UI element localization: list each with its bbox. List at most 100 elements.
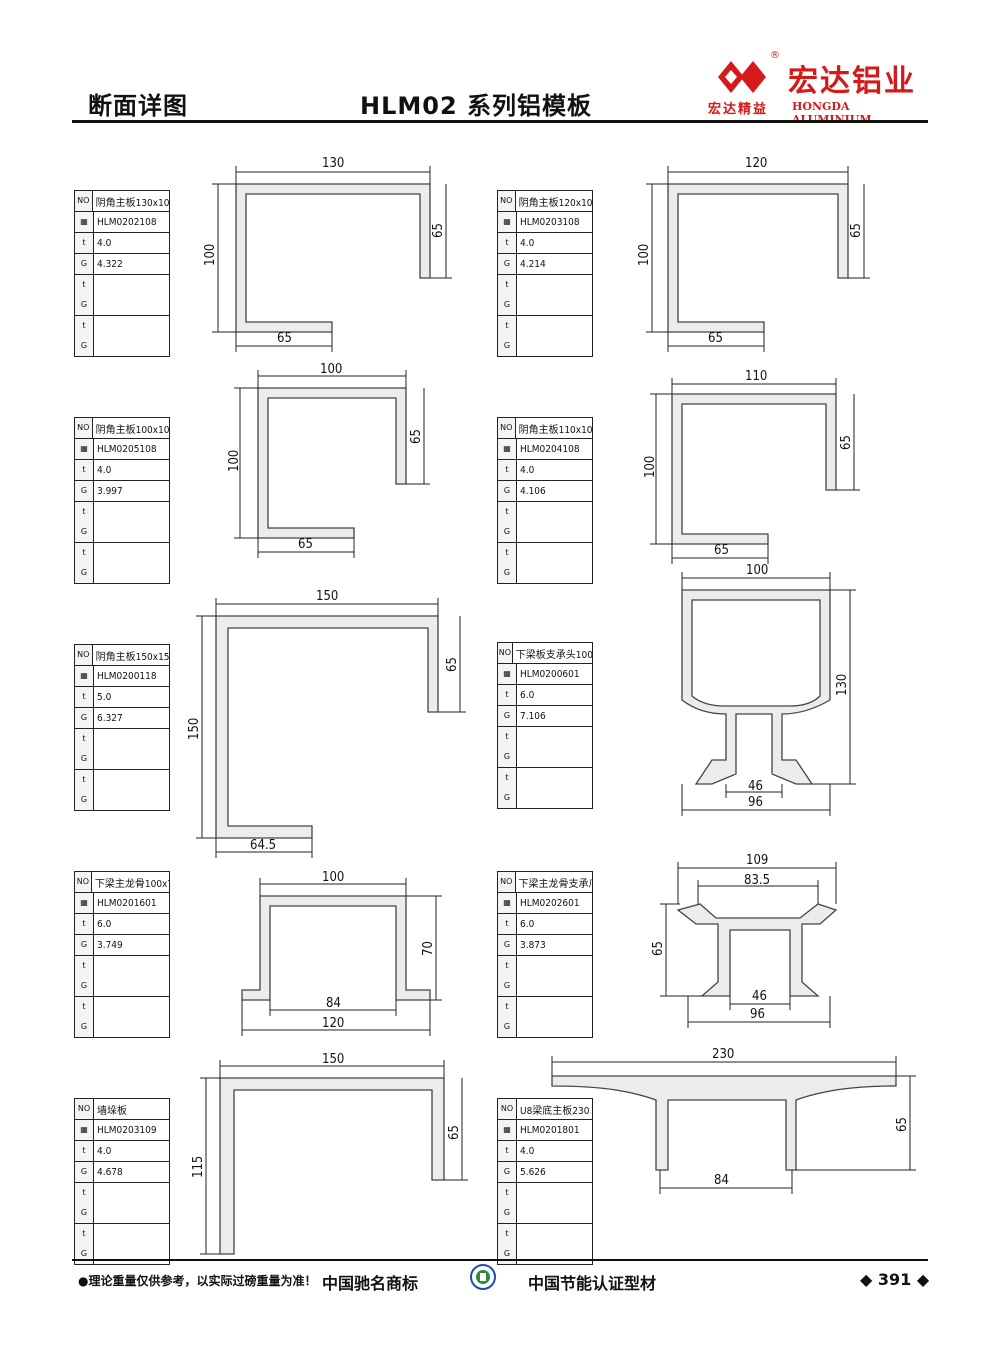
thickness-label: t xyxy=(75,460,94,480)
profile-weight: 6.327 xyxy=(97,712,123,724)
section-icon: ▦ xyxy=(498,664,517,684)
dim-label: 100 xyxy=(320,362,342,377)
profile-code: HLM0203109 xyxy=(97,1124,157,1136)
dim-label: 100 xyxy=(203,244,218,266)
dim-label: 100 xyxy=(746,563,768,578)
spec-row-code: ▦HLM0202108 xyxy=(75,212,169,233)
dim-label: 65 xyxy=(895,1117,910,1132)
dim-label: 100 xyxy=(322,870,344,885)
dim-label: 65 xyxy=(651,941,666,956)
dim-label: 150 xyxy=(187,718,202,740)
profile-code: HLM0203108 xyxy=(520,216,580,228)
dim-label: 65 xyxy=(298,537,313,552)
certification-emblem-icon xyxy=(470,1264,496,1290)
logo-tagline: 宏达精益 xyxy=(708,102,769,117)
weight-label: G xyxy=(75,254,94,274)
profile-name: 墙垛板 xyxy=(97,1105,127,1117)
dim-label: 130 xyxy=(322,156,344,171)
profile-thickness: 4.0 xyxy=(520,1145,535,1157)
spec-row-name: NO下梁主龙骨100x70 xyxy=(75,872,169,893)
dim-label: 120 xyxy=(745,156,767,171)
spec-row-name: NO下梁板支承头100x130 xyxy=(498,643,592,664)
dim-label: 96 xyxy=(748,795,763,810)
thickness-label: t xyxy=(75,914,94,934)
profile-name: 下梁主龙骨支承爪 xyxy=(518,878,592,890)
profile-weight: 3.749 xyxy=(97,939,123,951)
thickness-label: t xyxy=(75,687,94,707)
spec-row-code: ▦HLM0200118 xyxy=(75,666,169,687)
dim-label: 100 xyxy=(227,450,242,472)
profile-code: HLM0201801 xyxy=(520,1124,580,1136)
section-icon: ▦ xyxy=(498,439,517,459)
weight-label: G xyxy=(498,706,517,726)
dim-label: 150 xyxy=(316,589,338,604)
registered-mark: ® xyxy=(770,50,780,61)
badge-energy-certified: 中国节能认证型材 xyxy=(528,1274,657,1293)
profile-weight: 3.997 xyxy=(97,485,123,497)
profile-weight: 7.106 xyxy=(520,710,546,722)
dim-label: 120 xyxy=(322,1016,344,1031)
profile-code: HLM0204108 xyxy=(520,443,580,455)
profile-code: HLM0200601 xyxy=(520,668,580,680)
profile-name: 阴角主板130x100 xyxy=(95,197,169,209)
spec-row-code: ▦HLM0203108 xyxy=(498,212,592,233)
profile-thickness: 4.0 xyxy=(520,237,535,249)
profile-weight: 4.106 xyxy=(520,485,546,497)
section-icon: ▦ xyxy=(498,212,517,232)
dim-label: 100 xyxy=(643,456,658,478)
weight-label: G xyxy=(75,1162,94,1182)
profile-name: 下梁板支承头100x130 xyxy=(515,649,592,661)
profile-name: U8梁底主板230 xyxy=(520,1105,590,1117)
dim-label: 65 xyxy=(277,331,292,346)
profile-code: HLM0202108 xyxy=(97,216,157,228)
dim-label: 65 xyxy=(431,223,446,238)
dim-label: 65 xyxy=(708,331,723,346)
no-icon: NO xyxy=(75,1099,94,1119)
profile-weight: 4.678 xyxy=(97,1166,123,1178)
profile-name: 阴角主板120x100 xyxy=(518,197,592,209)
profile-thickness: 6.0 xyxy=(520,918,535,930)
profile-weight: 3.873 xyxy=(520,939,546,951)
weight-label: G xyxy=(498,1162,517,1182)
thickness-label: t xyxy=(498,233,517,253)
profile-thickness: 4.0 xyxy=(97,464,112,476)
profile-thickness: 6.0 xyxy=(97,918,112,930)
dim-label: 65 xyxy=(447,1125,462,1140)
spec-row-code: ▦HLM0201601 xyxy=(75,893,169,914)
section-title: 断面详图 xyxy=(88,92,188,120)
profile-weight: 4.214 xyxy=(520,258,546,270)
weight-note: ●理论重量仅供参考，以实际过磅重量为准！ xyxy=(78,1274,317,1288)
profile-name: 阴角主板150x150 xyxy=(95,651,169,663)
thickness-label: t xyxy=(75,233,94,253)
dim-label: 46 xyxy=(752,989,767,1004)
no-icon: NO xyxy=(75,418,93,438)
spec-row-code: ▦HLM0205108 xyxy=(75,439,169,460)
